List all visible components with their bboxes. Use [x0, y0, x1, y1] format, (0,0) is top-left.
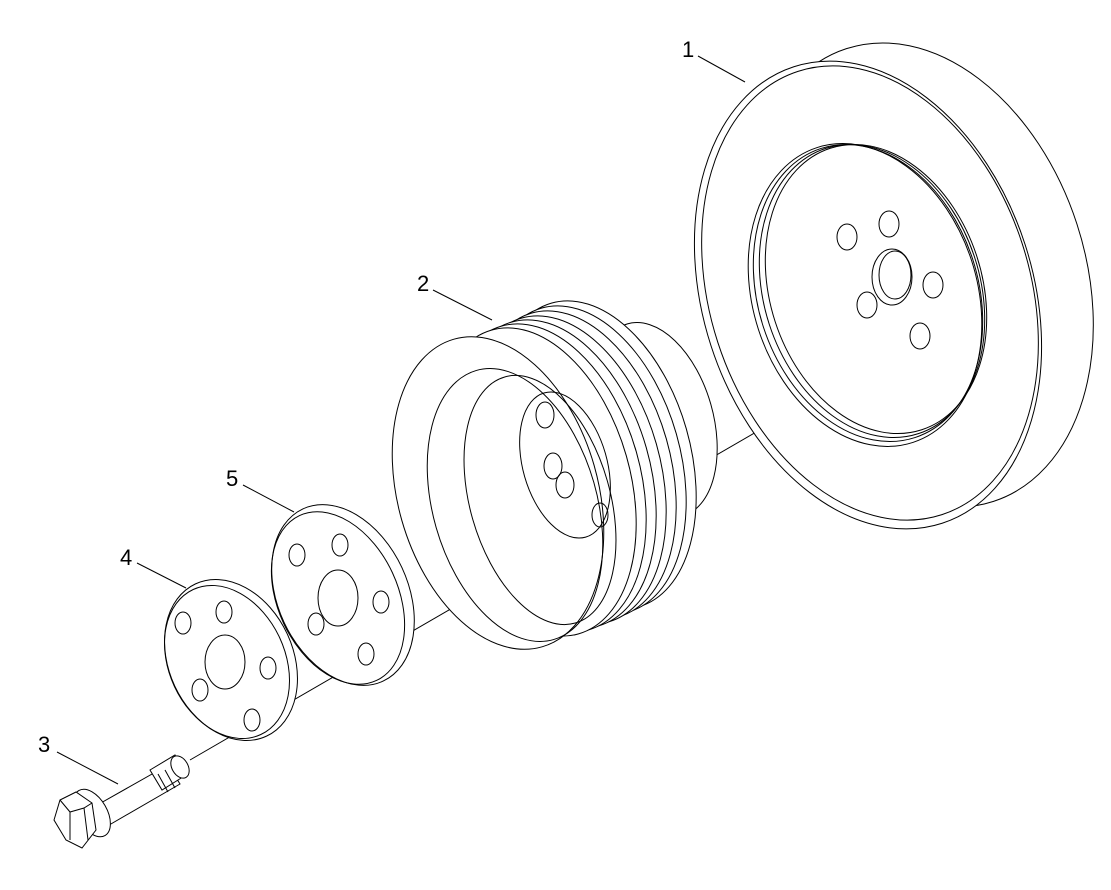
leader-line-3 [56, 751, 119, 785]
part-2-ribbed-pulley [391, 300, 718, 650]
callout-3: 3 [38, 732, 50, 757]
part-1-damper [693, 42, 1094, 530]
part-5-washer [270, 504, 415, 686]
part-4-washer [164, 578, 298, 742]
leader-lines [56, 55, 746, 785]
part-3-bolt [53, 754, 190, 849]
leader-line-5 [242, 484, 295, 513]
leader-line-2 [432, 289, 493, 321]
leader-line-1 [697, 55, 746, 83]
callout-1: 1 [682, 37, 694, 62]
callout-2: 2 [417, 271, 429, 296]
leader-line-4 [136, 562, 187, 589]
callout-4: 4 [120, 545, 132, 570]
callout-5: 5 [226, 466, 238, 491]
